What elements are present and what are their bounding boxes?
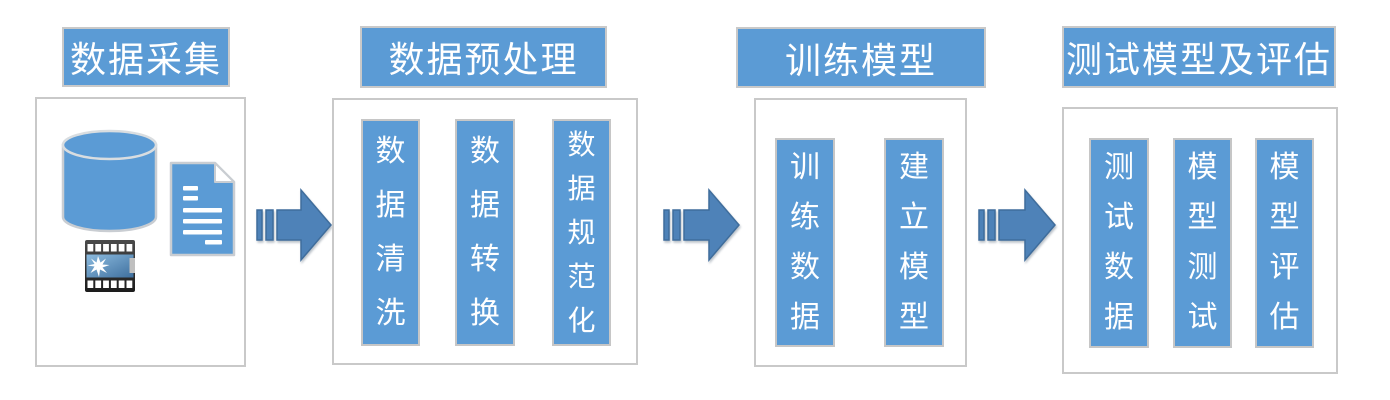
pillar-model-evaluation-label: 模型评估 (1269, 151, 1300, 334)
flow-arrow-2 (663, 187, 740, 263)
pillar-training-data-label: 训练数据 (790, 150, 820, 334)
pillar-data-cleaning: 数据清洗 (361, 119, 420, 346)
pillar-model-testing-label: 模型测试 (1187, 151, 1218, 334)
database-icon (61, 129, 158, 233)
pillar-data-transform: 数据转换 (455, 119, 515, 346)
stage-1-title-label: 数据采集 (69, 39, 222, 80)
pillar-test-data-label: 测试数据 (1104, 151, 1134, 334)
stage-2-title: 数据预处理 (360, 26, 607, 88)
pillar-training-data: 训练数据 (775, 138, 835, 347)
stage-3-content-box: 训练数据 建立模型 (754, 98, 967, 367)
stage-4-content-box: 测试数据 模型测试 模型评估 (1062, 107, 1338, 374)
pillar-data-normalization-label: 数据规范化 (567, 128, 596, 336)
document-icon (169, 161, 236, 257)
stage-3-title-label: 训练模型 (784, 39, 937, 81)
stage-2-title-label: 数据预处理 (388, 39, 579, 80)
pillar-build-model: 建立模型 (884, 138, 944, 347)
pillar-build-model-label: 建立模型 (899, 150, 929, 334)
pillar-test-data: 测试数据 (1089, 138, 1149, 348)
pillar-model-testing: 模型测试 (1173, 138, 1232, 348)
stage-1-title: 数据采集 (62, 27, 230, 87)
pillar-data-cleaning-label: 数据清洗 (375, 134, 406, 330)
film-strip-icon (85, 240, 135, 292)
stage-2-content-box: 数据清洗 数据转换 数据规范化 (332, 98, 638, 365)
pillar-model-evaluation: 模型评估 (1255, 138, 1314, 348)
stage-1-content-box (35, 97, 246, 367)
stage-4-title: 测试模型及评估 (1062, 26, 1336, 88)
pillar-data-normalization: 数据规范化 (552, 119, 611, 346)
stage-3-title: 训练模型 (736, 27, 986, 88)
flow-arrow-1 (256, 187, 332, 263)
flow-arrow-3 (978, 187, 1056, 263)
pillar-data-transform-label: 数据转换 (470, 134, 500, 330)
stage-4-title-label: 测试模型及评估 (1065, 39, 1332, 80)
